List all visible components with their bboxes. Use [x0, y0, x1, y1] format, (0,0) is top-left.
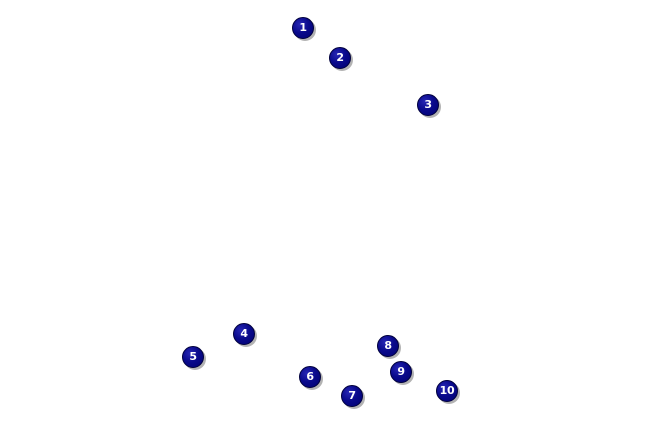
marker-label: 8: [384, 339, 392, 352]
numbered-circle-marker-icon: [436, 380, 458, 402]
numbered-circle-marker-icon: [292, 17, 314, 39]
marker-label: 9: [397, 365, 405, 378]
numbered-circle-marker-icon: [182, 346, 204, 368]
numbered-circle-marker-icon: [329, 47, 351, 69]
marker-3[interactable]: 3: [417, 94, 441, 118]
marker-2[interactable]: 2: [329, 47, 353, 71]
marker-label: 7: [348, 389, 356, 402]
marker-label: 6: [306, 370, 314, 383]
numbered-circle-marker-icon: [390, 361, 412, 383]
marker-5[interactable]: 5: [182, 346, 206, 370]
numbered-circle-marker-icon: [233, 323, 255, 345]
marker-label: 5: [189, 350, 197, 363]
marker-8[interactable]: 8: [377, 335, 401, 359]
numbered-circle-marker-icon: [341, 385, 363, 407]
marker-4[interactable]: 4: [233, 323, 257, 347]
marker-10[interactable]: 10: [436, 380, 460, 404]
marker-1[interactable]: 1: [292, 17, 316, 41]
marker-label: 1: [299, 21, 307, 34]
marker-6[interactable]: 6: [299, 366, 323, 390]
numbered-circle-marker-icon: [417, 94, 439, 116]
numbered-circle-marker-icon: [299, 366, 321, 388]
marker-label: 2: [336, 51, 344, 64]
numbered-circle-marker-icon: [377, 335, 399, 357]
marker-label: 10: [439, 384, 455, 397]
marker-label: 3: [424, 98, 432, 111]
marker-label: 4: [240, 327, 248, 340]
marker-9[interactable]: 9: [390, 361, 414, 385]
marker-7[interactable]: 7: [341, 385, 365, 409]
